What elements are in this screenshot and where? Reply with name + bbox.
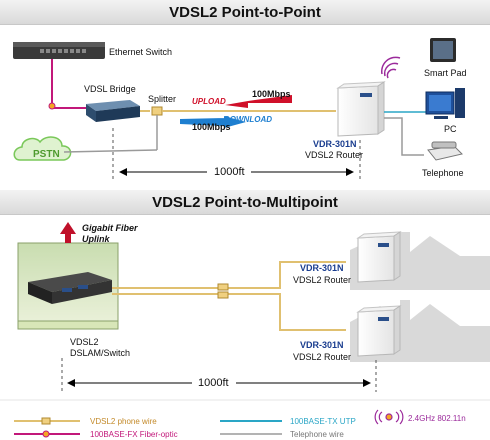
- distance-label-top: 1000ft: [214, 166, 245, 178]
- distance-label-bg-bottom: [192, 375, 236, 389]
- top-section-header: [0, 0, 490, 25]
- legend-phone-wire-label: VDSL2 phone wire: [90, 417, 157, 426]
- uplink-label-2: Uplink: [82, 234, 110, 244]
- phone-wire-router-2: [112, 293, 346, 331]
- dslam-panel-bottom: [17, 320, 119, 330]
- dslam-label-1: VDSL2: [70, 337, 99, 347]
- wire-joint-icon-1: [217, 283, 229, 291]
- pc-icon: [425, 88, 465, 119]
- phone-wire-router-1: [112, 261, 346, 289]
- ethernet-switch-label: Ethernet Switch: [109, 47, 172, 57]
- vdsl-bridge-icon: [86, 100, 140, 122]
- router-1-name-label: VDSL2 Router: [293, 275, 351, 285]
- telephone-icon: [427, 141, 463, 161]
- router-2-model-label: VDR-301N: [300, 340, 344, 350]
- upload-label: UPLOAD: [192, 97, 226, 106]
- bottom-section-title: VDSL2 Point-to-Multipoint: [152, 194, 338, 211]
- bottom-section-header: [0, 190, 490, 215]
- legend-phone-wire-joint: [41, 417, 51, 425]
- telephone-wire-router-phone: [384, 117, 424, 156]
- distance-label-bottom: 1000ft: [198, 377, 229, 389]
- vdsl2-router-1-icon: [356, 231, 402, 283]
- legend-utp-label: 100BASE-TX UTP: [290, 417, 356, 426]
- fiber-connector-dot: [48, 102, 56, 110]
- vdsl2-router-2-icon: [356, 305, 402, 357]
- router-name-label: VDSL2 Router: [305, 150, 363, 160]
- legend-wifi-label: 2.4GHz 802.11n: [408, 414, 466, 423]
- pstn-label: PSTN: [33, 149, 60, 160]
- upload-arrow-shape: [225, 95, 292, 108]
- pstn-cloud-icon: [13, 136, 72, 161]
- router-model-label: VDR-301N: [313, 139, 357, 149]
- vdsl2-router-icon: [336, 81, 386, 137]
- uplink-label-1: Gigabit Fiber: [82, 223, 138, 233]
- wire-joint-icon-2: [217, 291, 229, 299]
- ethernet-switch-icon: [13, 42, 105, 59]
- pc-label: PC: [444, 124, 457, 134]
- fiber-link-switch-bridge: [51, 59, 86, 109]
- download-label: DOWNLOAD: [224, 115, 272, 124]
- upload-rate-label: 100Mbps: [252, 89, 291, 99]
- legend-fiber-connector: [42, 430, 50, 438]
- router-2-name-label: VDSL2 Router: [293, 352, 351, 362]
- telephone-wire-pstn: [63, 149, 158, 153]
- legend-fiber-label: 100BASE-FX Fiber-optic: [90, 430, 178, 439]
- download-rate-label: 100Mbps: [192, 122, 231, 132]
- top-section-title: VDSL2 Point-to-Point: [169, 4, 321, 21]
- uplink-arrow-icon: [60, 222, 76, 243]
- smart-pad-label: Smart Pad: [424, 68, 467, 78]
- wifi-signal-icon: [380, 56, 401, 79]
- router-1-model-label: VDR-301N: [300, 263, 344, 273]
- smart-pad-icon: [430, 38, 456, 62]
- distance-label-bg-top: [207, 164, 251, 178]
- splitter-icon: [151, 106, 163, 116]
- download-arrow-shape: [180, 116, 246, 128]
- legend-wifi-icon: [374, 409, 404, 425]
- vdsl-bridge-label: VDSL Bridge: [84, 84, 136, 94]
- telephone-label: Telephone: [422, 168, 464, 178]
- dslam-label-2: DSLAM/Switch: [70, 348, 130, 358]
- dslam-switch-icon: [28, 272, 112, 304]
- splitter-label: Splitter: [148, 94, 176, 104]
- legend-telephone-wire-label: Telephone wire: [290, 430, 344, 439]
